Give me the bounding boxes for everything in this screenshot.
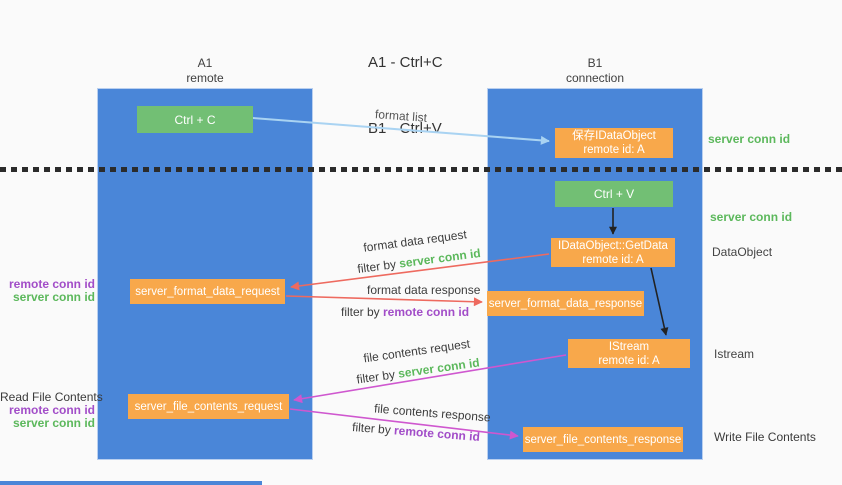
- ctrl-c-node: Ctrl + C: [137, 106, 253, 133]
- filter-by-remote-conn-id-label-1: filter by remote conn id: [341, 305, 469, 319]
- bottom-blue-strip: [0, 481, 262, 485]
- save-idataobject-remote-id: remote id: A: [583, 144, 645, 156]
- column-header-b1: B1 connection: [487, 56, 703, 86]
- server-conn-id-annotation-top: server conn id: [708, 132, 791, 146]
- column-b1-name: B1: [587, 56, 603, 70]
- column-a1-name: A1: [197, 56, 213, 70]
- phase-divider-dotted-line: [0, 167, 842, 172]
- filter-by-text: filter by: [341, 305, 384, 319]
- format-data-response-arrow: [285, 295, 483, 307]
- idataobject-getdata-remote-id: remote id: A: [582, 253, 644, 266]
- istream-title: IStream: [608, 340, 650, 353]
- server-file-contents-request-node: server_file_contents_request: [128, 394, 289, 419]
- remote-conn-id-annotation: remote conn id: [8, 277, 95, 291]
- ctrl-v-node: Ctrl + V: [555, 181, 673, 207]
- title-line-1: A1 - Ctrl+C: [368, 54, 443, 71]
- column-b1-subtitle: connection: [565, 71, 625, 85]
- getdata-to-istream-arrow: [650, 267, 669, 336]
- file-contents-response-arrow: [289, 408, 519, 440]
- format-data-request-arrow: [290, 253, 550, 291]
- server-format-data-request-node: server_format_data_request: [130, 279, 285, 304]
- dataobject-annotation: DataObject: [712, 245, 773, 259]
- server-format-data-response-node: server_format_data_response: [487, 291, 644, 316]
- left-conn-id-annotations-bottom: remote conn id server conn id: [0, 404, 95, 430]
- save-idataobject-node: 保存IDataObject remote id: A: [555, 128, 673, 158]
- left-conn-id-annotations-top: remote conn id server conn id: [0, 278, 95, 304]
- server-file-contents-response-node: server_file_contents_response: [523, 427, 683, 452]
- file-contents-request-arrow: [293, 354, 567, 404]
- istream-remote-id: remote id: A: [598, 354, 660, 367]
- column-header-a1: A1 remote: [97, 56, 313, 86]
- server-conn-id-annotation-mid: server conn id: [710, 210, 793, 224]
- format-data-response-label: format data response: [367, 283, 481, 297]
- remote-conn-id-annotation: remote conn id: [8, 403, 95, 417]
- format-list-arrow: [252, 117, 550, 145]
- idataobject-getdata-node: IDataObject::GetData remote id: A: [551, 238, 675, 267]
- save-idataobject-title: 保存IDataObject: [572, 130, 656, 142]
- idataobject-getdata-title: IDataObject::GetData: [558, 239, 668, 252]
- istream-node: IStream remote id: A: [568, 339, 690, 368]
- istream-annotation: Istream: [714, 347, 755, 361]
- write-file-contents-annotation: Write File Contents: [714, 430, 816, 444]
- column-a1-subtitle: remote: [186, 71, 224, 85]
- server-conn-id-annotation: server conn id: [12, 416, 95, 430]
- server-conn-id-annotation: server conn id: [12, 290, 95, 304]
- read-file-contents-annotation: Read File Contents: [0, 390, 103, 404]
- remote-conn-id-text: remote conn id: [383, 305, 470, 319]
